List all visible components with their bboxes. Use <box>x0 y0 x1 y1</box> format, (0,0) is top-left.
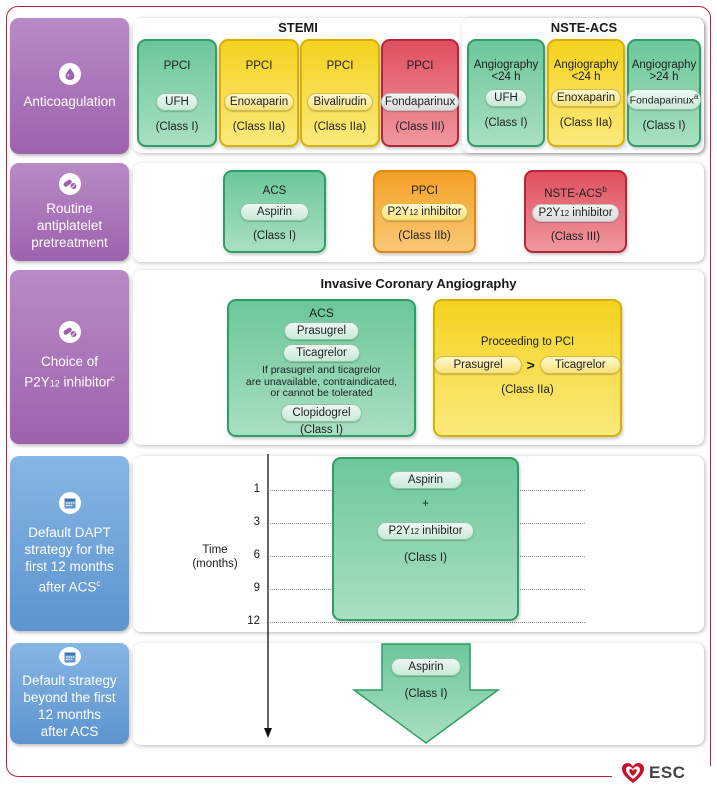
card-top-1: Angiography <box>473 59 539 71</box>
pretreat-card-aspirin: ACS Aspirin (Class I) <box>223 170 326 253</box>
acs-note: If prasugrel and ticagrelor are unavaila… <box>245 364 398 399</box>
drug-pill: UFH <box>485 89 527 107</box>
class-label: (Class IIa) <box>313 121 367 133</box>
drug-pill-p2y12: P2Y12 inhibitor <box>377 522 474 540</box>
row-label-anticoagulation: Anticoagulation <box>10 18 129 154</box>
card-top-2: <24 h <box>571 71 601 83</box>
card-top-1: Angiography <box>553 59 619 71</box>
stemi-card-bivalirudin: PPCI Bivalirudin (Class IIa) <box>300 39 380 147</box>
tick-9: 9 <box>253 582 260 594</box>
stemi-title: STEMI <box>278 20 318 35</box>
class-label: (Class IIa) <box>501 384 554 396</box>
row-label-beyond: Default strategy beyond the first 12 mon… <box>10 643 129 744</box>
drug-pill-clopidogrel: Clopidogrel <box>281 403 362 422</box>
class-label: (Class I) <box>300 423 343 436</box>
drug-pill: Aspirin <box>239 203 310 221</box>
beyond-arrow-content: Aspirin (Class I) <box>352 658 500 700</box>
nste-card-ufh: Angiography <24 h UFH (Class I) <box>467 39 545 147</box>
card-top: PPCI <box>411 185 438 197</box>
dapt-card: Aspirin + P2Y12 inhibitor (Class I) <box>332 457 519 621</box>
tick-6: 6 <box>253 549 260 561</box>
row-label-choice: Choice of P2Y12 inhibitorc <box>10 270 129 444</box>
drug-pill-aspirin: Aspirin <box>391 658 461 676</box>
pills-icon <box>58 173 81 195</box>
class-label: (Class IIa) <box>232 121 286 133</box>
stemi-card-enoxaparin: PPCI Enoxaparin (Class IIa) <box>219 39 299 147</box>
pretreat-card-nste-acs: NSTE-ACSb P2Y12 inhibitor (Class III) <box>524 170 627 253</box>
card-top: ACS <box>262 185 287 197</box>
card-top: NSTE-ACSb <box>544 185 607 200</box>
drug-pill-prasugrel: Prasugrel <box>434 356 522 374</box>
class-label: (Class I) <box>253 230 296 242</box>
card-top-2: <24 h <box>491 71 521 83</box>
card-top: PPCI <box>326 60 354 72</box>
time-axis-label: Time (months) <box>192 544 238 570</box>
card-top-2: >24 h <box>649 71 679 83</box>
esc-logo: ESC <box>621 762 685 784</box>
drug-pill-ticagrelor: Ticagrelor <box>283 344 360 362</box>
tick-12: 12 <box>247 615 260 627</box>
class-label: (Class III) <box>395 121 445 133</box>
nste-card-fondaparinux: Angiography >24 h Fondaparinuxa (Class I… <box>626 39 702 147</box>
drug-pill: Fondaparinuxa <box>626 89 702 110</box>
drop-icon <box>58 62 81 85</box>
choice-card-pci: Proceeding to PCI Prasugrel > Ticagrelor… <box>433 299 622 437</box>
class-label: (Class IIb) <box>398 230 451 242</box>
nste-card-enoxaparin: Angiography <24 h Enoxaparin (Class IIa) <box>547 39 625 147</box>
card-top: PPCI <box>406 60 434 72</box>
drug-pill: P2Y12 inhibitor <box>532 203 619 222</box>
calendar-icon <box>58 491 81 514</box>
card-top: PPCI <box>245 60 273 72</box>
class-label: (Class I) <box>155 121 199 133</box>
card-top-1: Angiography <box>631 59 697 71</box>
class-label: (Class III) <box>550 230 601 243</box>
class-label: (Class I) <box>404 688 448 700</box>
row-title: Anticoagulation <box>23 93 116 109</box>
row-label-dapt: Default DAPT strategy for the first 12 m… <box>10 456 129 631</box>
card-top: Proceeding to PCI <box>480 336 575 348</box>
invasive-angiography-title: Invasive Coronary Angiography <box>320 276 517 291</box>
drug-pill: Enoxaparin <box>550 89 622 107</box>
calendar-icon <box>58 647 81 666</box>
greater-than-symbol: > <box>526 357 535 373</box>
drug-pill-aspirin: Aspirin <box>388 471 463 489</box>
prasugrel-over-ticagrelor: Prasugrel > Ticagrelor <box>434 356 621 374</box>
drug-pill: UFH <box>156 93 198 111</box>
class-label: (Class I) <box>642 119 686 132</box>
stemi-card-fondaparinux: PPCI Fondaparinux (Class III) <box>380 39 460 147</box>
drug-pill: Fondaparinux <box>380 93 460 111</box>
card-top: ACS <box>309 306 334 320</box>
stemi-card-ufh: PPCI UFH (Class I) <box>137 39 217 147</box>
pills-icon <box>58 321 81 344</box>
tick-3: 3 <box>253 516 260 528</box>
tick-1: 1 <box>253 483 260 495</box>
card-top: PPCI <box>163 60 191 72</box>
pretreat-card-ppci: PPCI P2Y12 inhibitor (Class IIb) <box>373 170 476 253</box>
beyond-down-arrow <box>352 643 500 744</box>
row-label-pretreatment: Routine antiplatelet pretreatment <box>10 163 129 261</box>
choice-card-acs: ACS Prasugrel Ticagrelor If prasugrel an… <box>227 299 416 437</box>
plus-sign: + <box>422 498 429 510</box>
drug-pill-ticagrelor: Ticagrelor <box>539 356 621 374</box>
nste-acs-title: NSTE-ACS <box>550 20 618 35</box>
class-label: (Class I) <box>404 552 447 564</box>
timeline-arrow <box>264 454 272 738</box>
drug-pill: P2Y12 inhibitor <box>381 203 468 221</box>
class-label: (Class I) <box>484 117 528 129</box>
outer-frame <box>6 6 711 777</box>
heart-logo-icon <box>622 763 644 783</box>
drug-pill-prasugrel: Prasugrel <box>283 322 360 340</box>
drug-pill: Bivalirudin <box>307 93 373 111</box>
esc-brand-label: ESC <box>649 763 686 782</box>
class-label: (Class IIa) <box>559 117 613 129</box>
drug-pill: Enoxaparin <box>223 93 295 111</box>
